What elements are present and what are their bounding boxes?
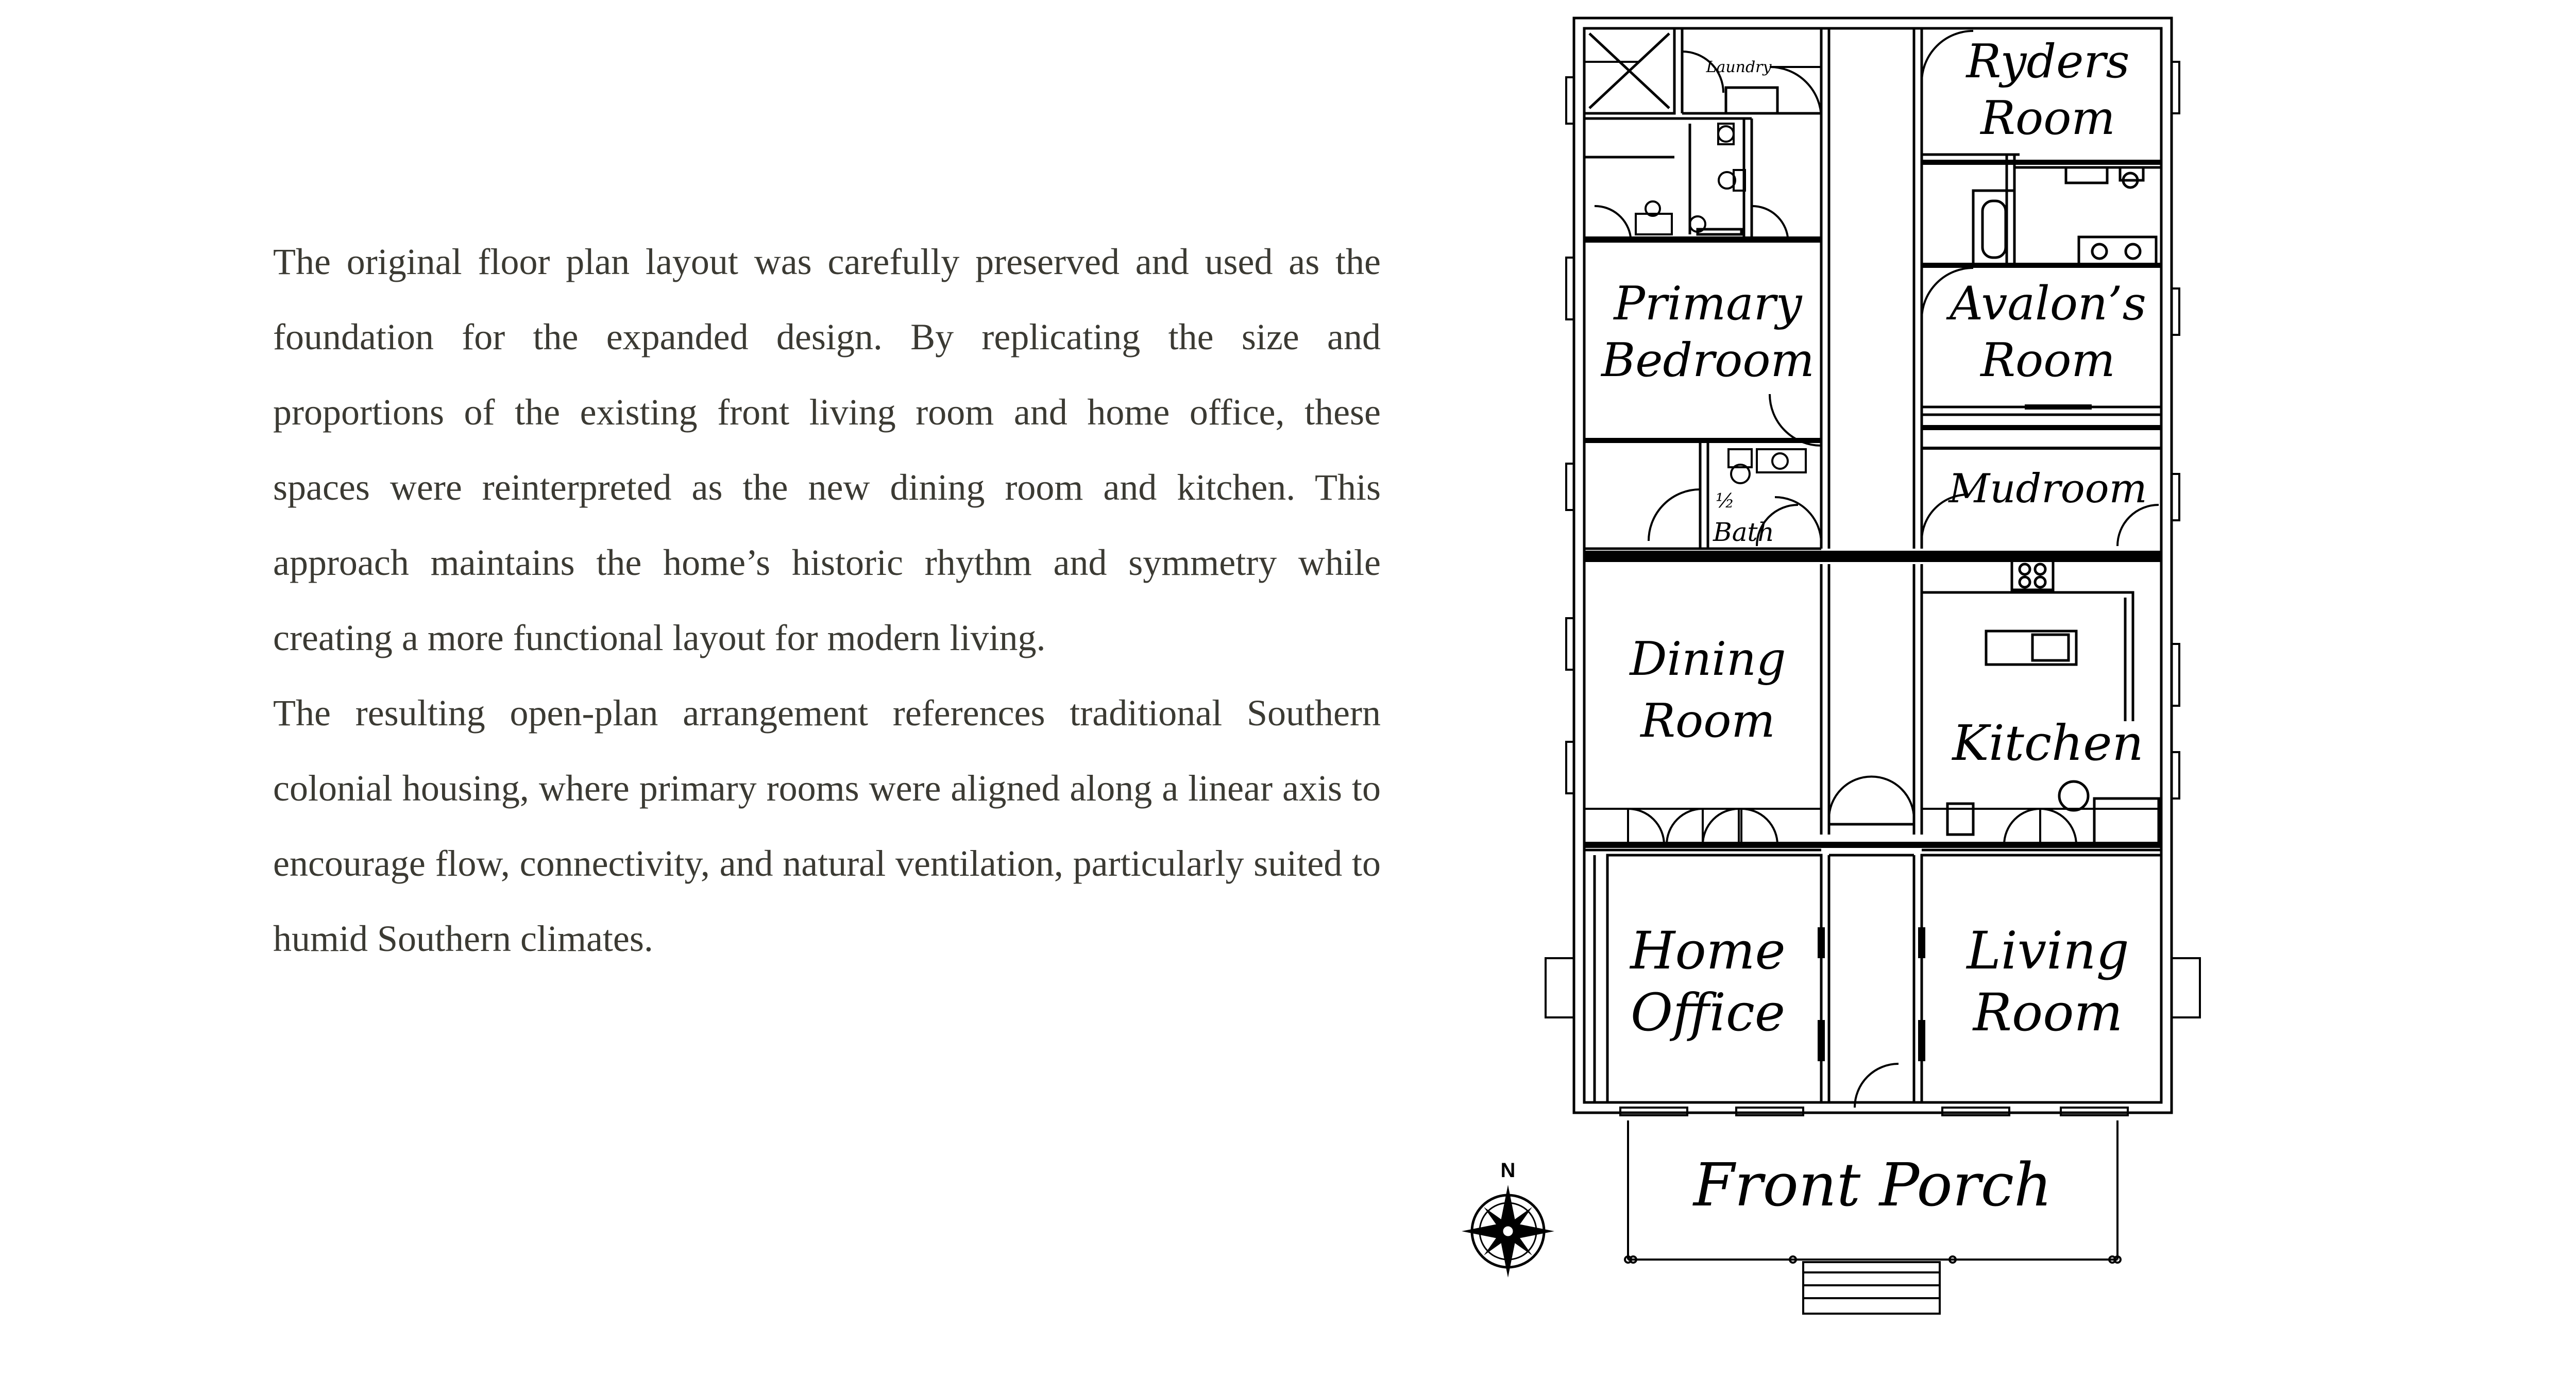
label-living-room-1: Living [1965,921,2129,981]
label-mudroom: Mudroom [1947,466,2147,512]
front-rooms [1593,854,2163,1104]
description-text: The original floor plan layout was caref… [273,224,1381,976]
kitchen-fixtures [1922,557,2160,846]
half-bath-walls [1584,440,1821,550]
label-half-bath-2: Bath [1713,517,1774,547]
label-laundry: Laundry [1706,58,1772,76]
windows [1545,61,2201,1116]
label-primary-bedroom-2: Bedroom [1600,333,1815,387]
bath-fixtures [1635,123,1807,484]
right-bath-walls [1922,153,2161,267]
avalon-closet [1922,404,2161,416]
door-swings [1584,30,2159,1108]
front-porch [1624,1120,2122,1315]
label-primary-bedroom-1: Primary [1613,277,1802,331]
label-half-bath-1: ½ [1716,489,1735,512]
label-dining-room-1: Dining [1629,632,1786,686]
label-home-office-1: Home [1629,921,1785,981]
top-left-bath-walls [1583,27,1821,240]
kitchen-doors [1922,807,2161,845]
partition-walls [1584,160,2161,857]
label-front-porch: Front Porch [1692,1151,2052,1220]
label-living-room-2: Room [1972,982,2123,1043]
label-avalons-room-1: Avalon’s [1946,277,2146,331]
label-dining-room-2: Room [1639,694,1775,748]
exterior-wall-outer [1572,16,2173,1114]
label-home-office-2: Office [1631,982,1785,1043]
label-kitchen: Kitchen [1951,715,2143,772]
compass-north-label: N [1501,1159,1516,1182]
paragraph-2: The resulting open-plan arrangement refe… [273,692,1381,959]
paragraph-1: The original floor plan layout was caref… [273,241,1381,658]
floor-plan: N Laundry Ryders Room Primary Bedroom Av… [1462,16,2201,1315]
label-ryders-room-1: Ryders [1965,35,2129,89]
dining-doors [1584,775,1915,845]
exterior-wall-inner [1583,27,2163,1104]
label-ryders-room-2: Room [1979,91,2115,145]
hallway-walls [1820,28,1923,1102]
compass-icon [1462,1185,1554,1278]
label-avalons-room-2: Room [1979,333,2115,387]
